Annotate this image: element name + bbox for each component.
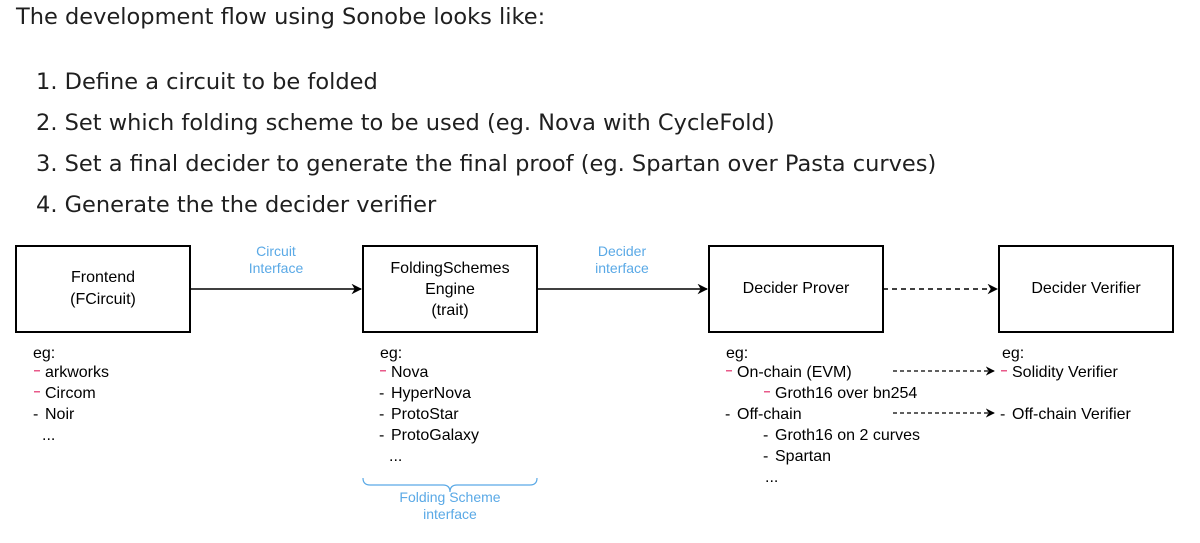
- frontend-ellipsis: ...: [42, 427, 55, 444]
- frontend-item: Circom: [45, 385, 96, 402]
- prover-eg: eg:: [726, 345, 748, 362]
- decider-verifier-title: Decider Verifier: [1031, 280, 1141, 297]
- verifier-item: Off-chain Verifier: [1012, 406, 1132, 423]
- folding-item: ProtoStar: [391, 406, 459, 423]
- frontend-eg: eg:: [33, 345, 55, 362]
- decider-interface-label-line1: Decider: [598, 243, 647, 259]
- frontend-subtitle: (FCircuit): [70, 291, 136, 308]
- prover-offchain-sub: Spartan: [775, 448, 831, 465]
- verifier-eg: eg:: [1002, 345, 1024, 362]
- intro-text: The development flow using Sonobe looks …: [16, 4, 546, 30]
- folding-engine-line2: Engine: [425, 281, 475, 298]
- prover-offchain: Off-chain: [737, 406, 802, 423]
- step-item: 4. Generate the the decider verifier: [36, 192, 437, 218]
- circuit-interface-label-line1: Circuit: [256, 243, 296, 259]
- circuit-interface-label-line2: Interface: [249, 260, 304, 276]
- folding-dash: -: [379, 385, 384, 402]
- step-item: 1. Define a circuit to be folded: [36, 69, 378, 95]
- folding-item: Nova: [391, 364, 428, 381]
- folding-engine-title: FoldingSchemes: [390, 260, 509, 277]
- frontend-box: [15, 245, 191, 333]
- steps-list: 1. Define a circuit to be folded 2. Set …: [36, 62, 936, 226]
- folding-engine-line3: (trait): [431, 302, 468, 319]
- pink-dash: [34, 370, 40, 372]
- pink-dash: [1001, 370, 1007, 372]
- prover-dash: -: [763, 448, 768, 465]
- prover-dash: -: [725, 406, 730, 423]
- folding-item: HyperNova: [391, 385, 471, 402]
- decider-prover-title: Decider Prover: [743, 280, 850, 297]
- verifier-item: Solidity Verifier: [1012, 364, 1118, 381]
- prover-onchain: On-chain (EVM): [737, 364, 852, 381]
- folding-dash: -: [379, 406, 384, 423]
- prover-ellipsis: ...: [765, 469, 778, 486]
- pink-dash: [34, 391, 40, 393]
- step-item: 3. Set a final decider to generate the f…: [36, 151, 937, 177]
- folding-engine-box: [362, 245, 538, 333]
- pink-dash: [726, 370, 732, 372]
- folding-dash: -: [379, 427, 384, 444]
- decider-interface-label-line2: interface: [595, 260, 649, 276]
- prover-onchain-sub: Groth16 over bn254: [775, 385, 917, 402]
- frontend-title: Frontend: [71, 269, 135, 286]
- frontend-dash: -: [33, 406, 38, 423]
- folding-interface-brace: [362, 477, 538, 493]
- pink-dash: [380, 370, 386, 372]
- verifier-dash: -: [1000, 406, 1005, 423]
- prover-offchain-sub: Groth16 on 2 curves: [775, 427, 920, 444]
- pink-dash: [764, 391, 770, 393]
- folding-ellipsis: ...: [389, 448, 402, 465]
- folding-interface-label-line2: interface: [423, 506, 477, 522]
- step-item: 2. Set which folding scheme to be used (…: [36, 110, 775, 136]
- prover-dash: -: [763, 427, 768, 444]
- frontend-item: arkworks: [45, 364, 109, 381]
- folding-interface-label-line1: Folding Scheme: [399, 489, 500, 505]
- frontend-item: Noir: [45, 406, 75, 423]
- folding-eg: eg:: [380, 345, 402, 362]
- decider-verifier-box: [998, 245, 1174, 333]
- folding-item: ProtoGalaxy: [391, 427, 479, 444]
